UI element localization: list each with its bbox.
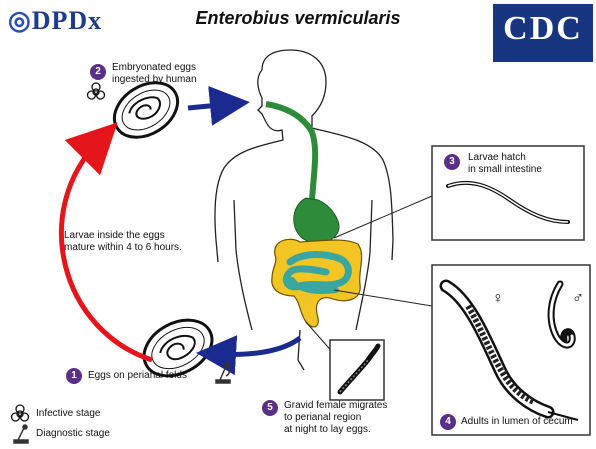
step-3-text-line1: Larvae hatch [468, 152, 542, 164]
step-5-badge: 5 [262, 400, 278, 416]
microscope-icon [216, 363, 230, 383]
step-2-label: 2 Embryonated eggs ingested by human [90, 62, 197, 86]
step-3-badge: 3 [444, 154, 460, 170]
step-3-label: 3 Larvae hatch in small intestine [444, 152, 542, 176]
legend-infective: Infective stage [36, 408, 100, 419]
legend-biohazard-icon [12, 405, 29, 421]
step-4-label: 4 Adults in lumen of cecum [440, 416, 573, 428]
maturation-note: Larvae inside the eggs mature within 4 t… [64, 230, 182, 254]
ingestion-arrow [188, 104, 230, 108]
legend-diagnostic: Diagnostic stage [36, 428, 110, 439]
step-3-text-line2: in small intestine [468, 164, 542, 176]
maturation-line2: mature within 4 to 6 hours. [64, 242, 182, 254]
step-1-text: Eggs on perianal folds [88, 370, 187, 381]
egg-laying-arrow [216, 338, 300, 354]
step-1-badge: 1 [66, 368, 82, 384]
step-1-label: 1 Eggs on perianal folds [66, 370, 187, 382]
step-4-badge: 4 [440, 414, 456, 430]
step-2-text-line1: Embryonated eggs [112, 62, 197, 74]
male-symbol: ♂ [572, 290, 584, 308]
step-5-label: 5 Gravid female migrates to perianal reg… [262, 400, 387, 436]
step-2-badge: 2 [90, 64, 106, 80]
female-symbol: ♀ [492, 290, 504, 308]
esophagus-stomach [266, 104, 339, 243]
step-5-text-line1: Gravid female migrates [284, 400, 387, 412]
step-5-text-line2: to perianal region [284, 412, 387, 424]
legend-microscope-icon [14, 425, 28, 443]
step-2-text-line2: ingested by human [112, 74, 197, 86]
maturation-line1: Larvae inside the eggs [64, 230, 182, 242]
step-4-text: Adults in lumen of cecum [461, 416, 573, 427]
step-5-text-line3: at night to lay eggs. [284, 424, 387, 436]
